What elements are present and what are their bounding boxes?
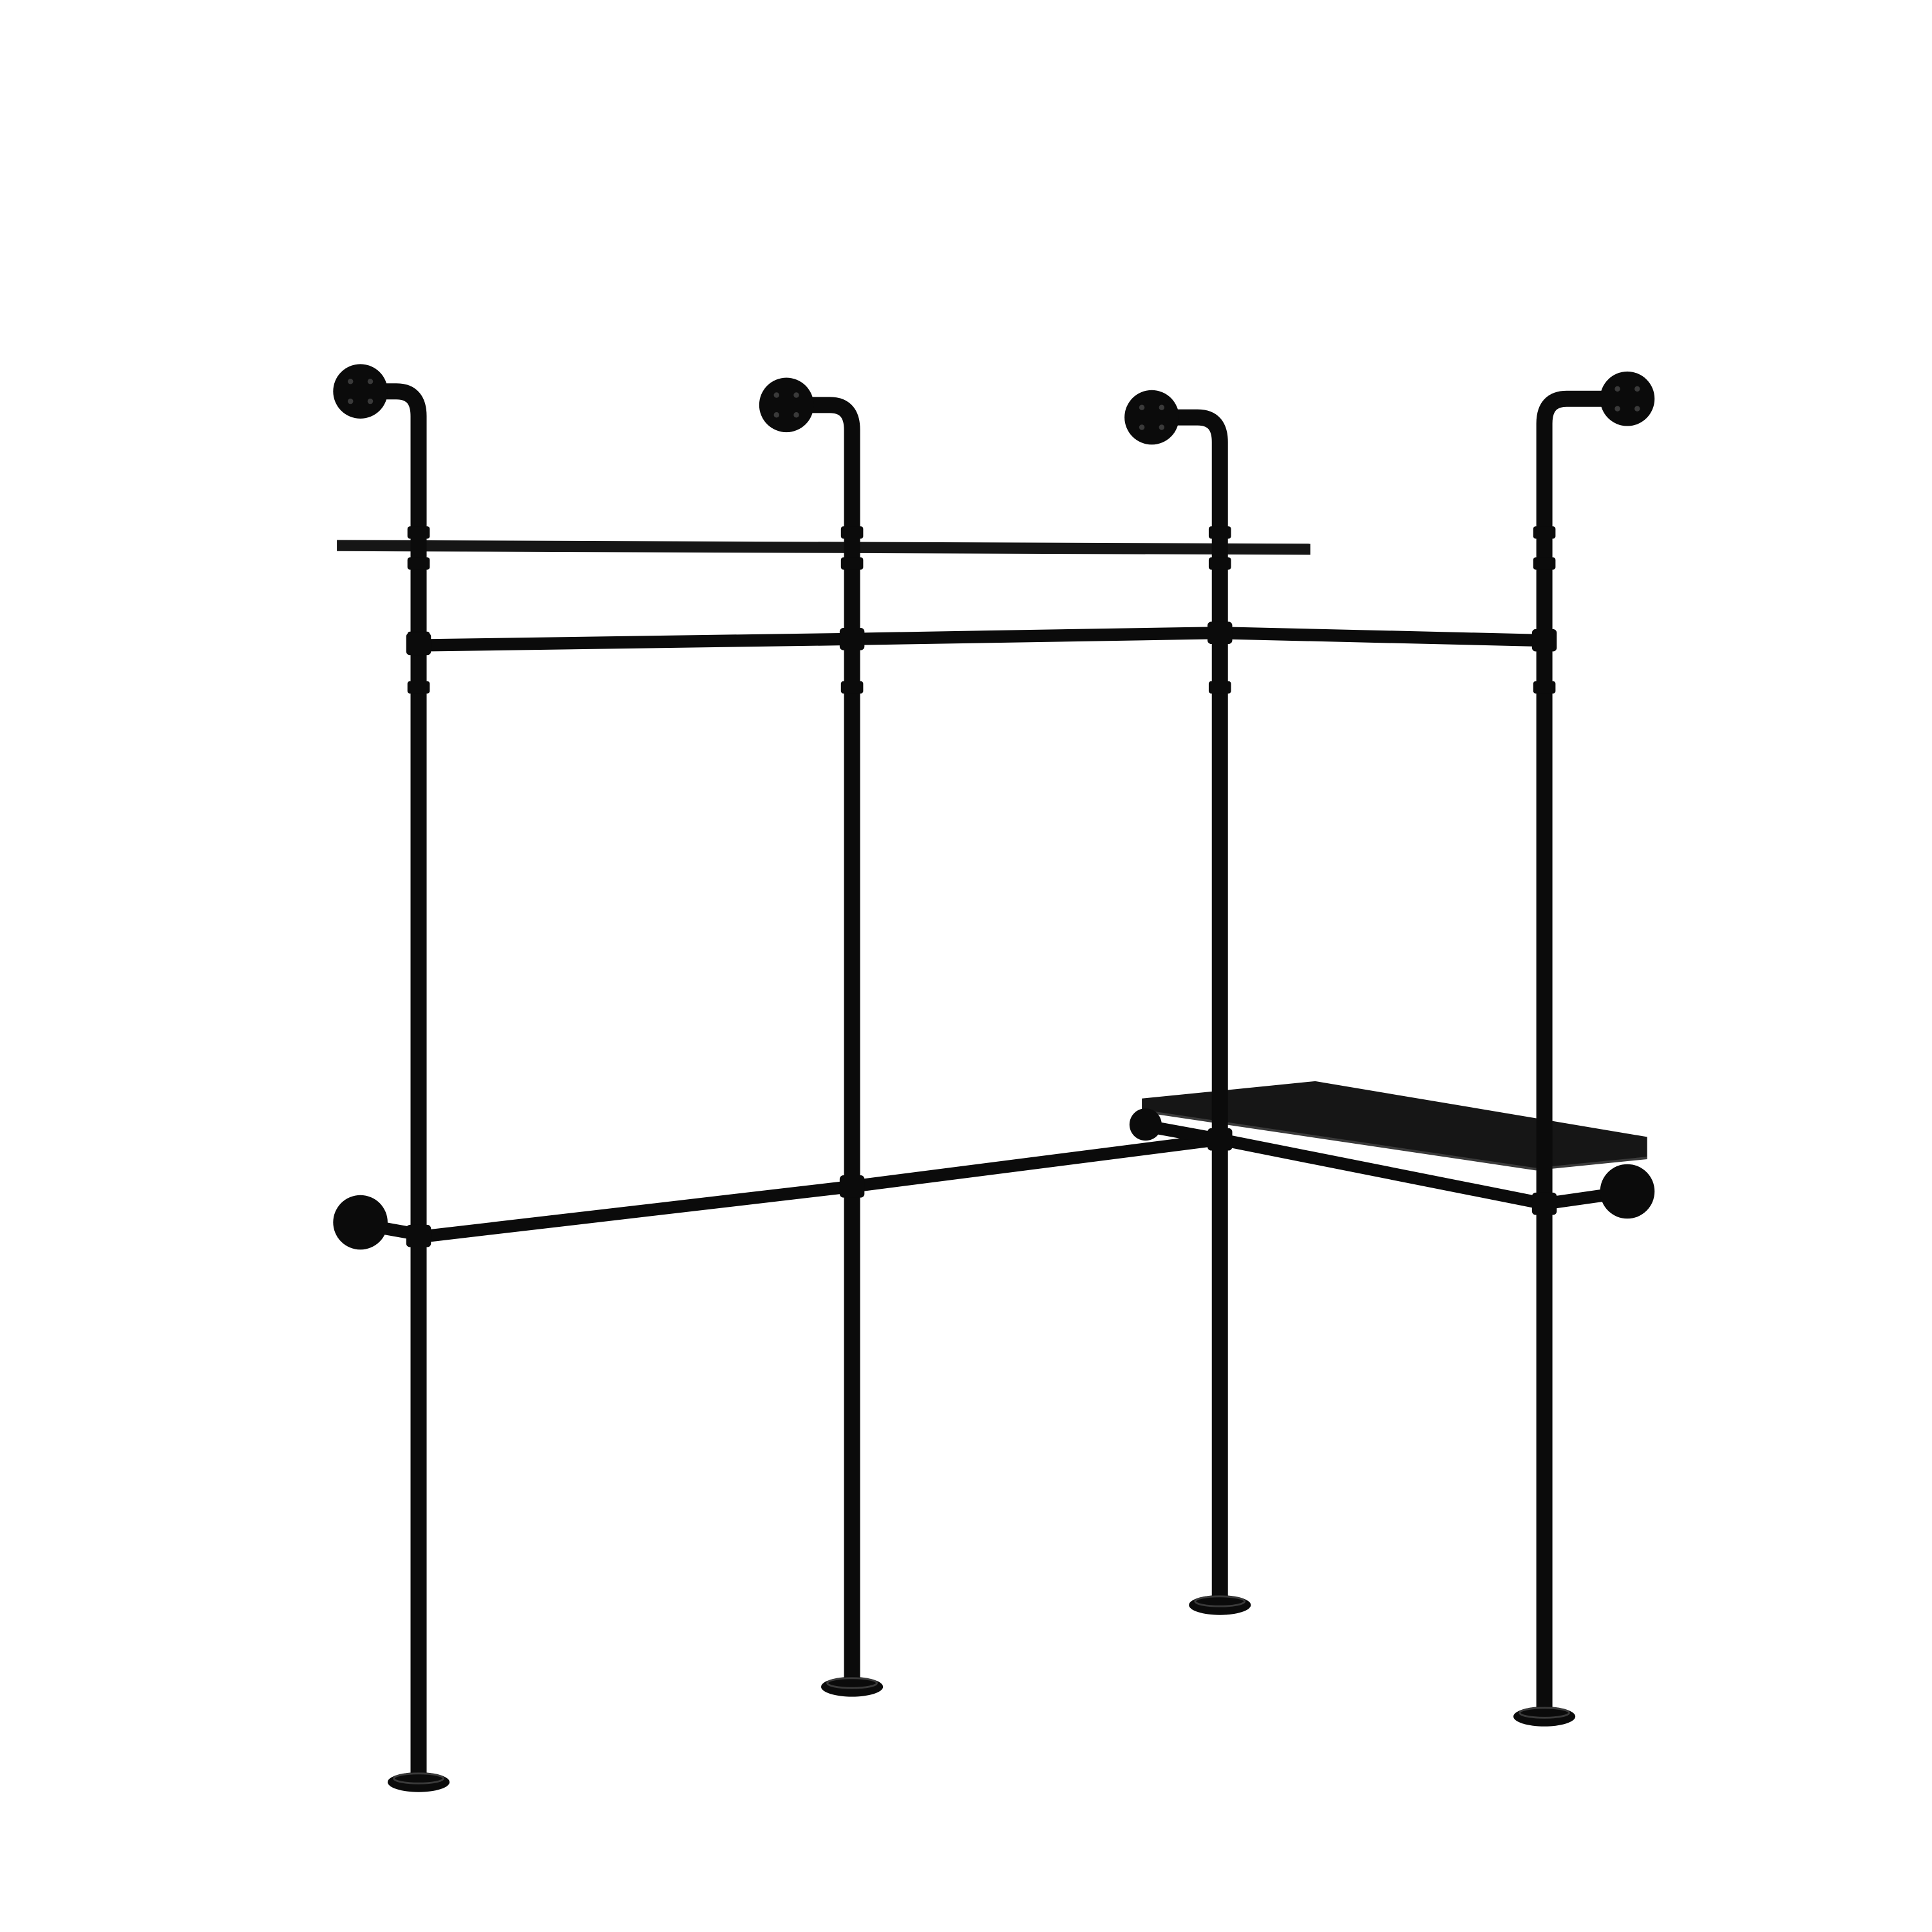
- flange-screw: [773, 392, 779, 398]
- flange-screw: [1634, 406, 1640, 412]
- vertical-post-1: [352, 383, 427, 1786]
- floor-flange-4: [1513, 1707, 1576, 1727]
- pipe-coupling: [1533, 526, 1556, 539]
- pipe-coupling: [840, 557, 864, 570]
- lower-front-rail: [365, 1133, 1226, 1242]
- rack-drawing: [333, 364, 1655, 1792]
- tee-fitting: [839, 1175, 865, 1198]
- top-shelf: [337, 540, 1311, 555]
- wall-flange-top-3: [1124, 390, 1179, 445]
- floor-flange-3: [1189, 1595, 1251, 1615]
- floor-flange-rim: [1194, 1595, 1246, 1607]
- wall-flange-top-4: [1600, 371, 1655, 426]
- flange-screw: [1159, 424, 1165, 430]
- flange-screw: [1634, 386, 1640, 392]
- floor-flange-rim: [826, 1677, 878, 1689]
- flange-screw: [367, 398, 374, 404]
- tee-fitting: [406, 632, 431, 656]
- pipe-coupling: [1208, 557, 1231, 570]
- flange-screw: [1615, 386, 1620, 392]
- flange-screw: [1139, 404, 1145, 410]
- wall-flange-top-2: [759, 377, 814, 433]
- tee-fitting: [1208, 1128, 1233, 1151]
- pipe-coupling: [840, 526, 864, 539]
- vertical-post-3: [1143, 409, 1228, 1609]
- floor-flange-rim: [1519, 1707, 1570, 1719]
- flange-screw: [1139, 424, 1145, 430]
- tee-fitting: [839, 628, 865, 650]
- pipe-coupling: [1208, 681, 1231, 694]
- pipe-coupling: [407, 557, 430, 570]
- lower-shelf-edge: [1141, 1110, 1647, 1171]
- flange-screw: [348, 379, 354, 384]
- vertical-post-2: [778, 397, 860, 1690]
- wall-flange-lower-3: [1129, 1108, 1162, 1141]
- wall-flange-top-1: [333, 364, 388, 419]
- flange-screw: [793, 392, 799, 398]
- wall-flange-lower-2: [1600, 1164, 1655, 1219]
- pipe-coupling: [407, 526, 430, 539]
- pipe-coupling: [1208, 526, 1231, 539]
- tee-fitting: [1531, 1192, 1557, 1215]
- upper-hanging-rail: [421, 627, 1542, 652]
- pipe-coupling: [407, 681, 430, 694]
- flange-screw: [1159, 404, 1165, 410]
- tee-fitting: [1531, 629, 1557, 652]
- floor-flange-2: [821, 1676, 884, 1697]
- tee-fitting: [406, 1224, 431, 1247]
- floor-flange-1: [387, 1772, 450, 1792]
- pipe-coupling: [1533, 557, 1556, 570]
- pipe-coupling: [1533, 681, 1556, 694]
- tee-fitting: [1208, 621, 1233, 644]
- flange-screw: [348, 398, 354, 404]
- pipe-coupling: [840, 681, 864, 694]
- flange-screw: [793, 412, 799, 418]
- lower-shelf: [1142, 1081, 1647, 1170]
- flange-screw: [367, 379, 374, 384]
- wall-flange-lower-1: [333, 1195, 388, 1250]
- floor-flange-rim: [393, 1772, 444, 1785]
- vertical-post-4: [1536, 390, 1636, 1720]
- flange-screw: [773, 412, 779, 418]
- flange-screw: [1615, 406, 1620, 412]
